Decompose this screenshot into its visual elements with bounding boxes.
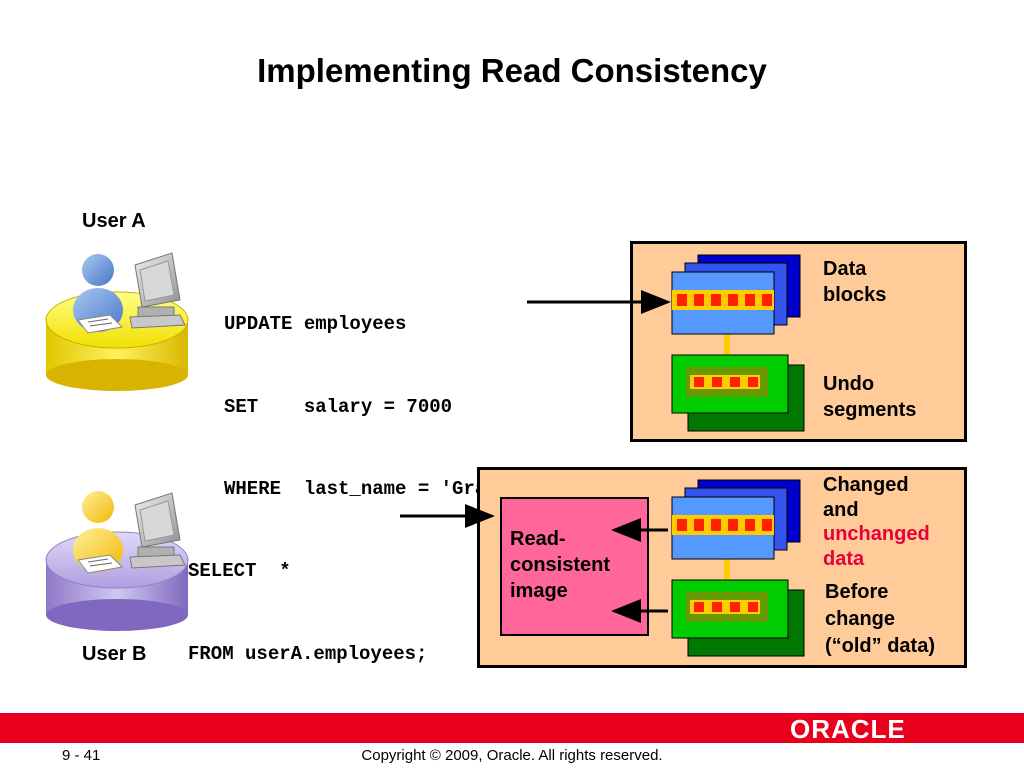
update-line-2: SET salary = 7000 bbox=[224, 395, 453, 418]
page-number: 9 - 41 bbox=[62, 747, 101, 764]
copyright-text: Copyright © 2009, Oracle. All rights res… bbox=[361, 747, 663, 764]
update-line-1: UPDATE employees bbox=[224, 313, 407, 335]
top-undo-segment-icon bbox=[671, 354, 805, 432]
before-change-label: Before change (“old” data) bbox=[825, 581, 935, 657]
bottom-data-blocks-icon bbox=[671, 479, 801, 560]
select-statement: SELECT * FROM userA.employees; bbox=[188, 503, 427, 696]
user-a-label: User A bbox=[82, 210, 146, 232]
footer-bar bbox=[0, 713, 1024, 743]
bottom-connector bbox=[724, 559, 730, 583]
user-a-icon bbox=[45, 252, 189, 391]
user-b-icon bbox=[45, 491, 189, 631]
oracle-logo: ORACLE bbox=[790, 714, 906, 744]
user-b-label: User B bbox=[82, 643, 147, 665]
select-line-2: FROM userA.employees; bbox=[188, 642, 428, 665]
changed-unchanged-label: Changed and unchanged data bbox=[823, 474, 930, 570]
bottom-undo-segment-icon bbox=[671, 579, 805, 657]
select-line-1: SELECT * bbox=[188, 560, 291, 582]
slide-title: Implementing Read Consistency bbox=[257, 52, 767, 89]
undo-segments-label: Undo segments bbox=[823, 373, 917, 421]
top-data-blocks-icon bbox=[671, 254, 801, 335]
data-blocks-label: Data blocks bbox=[823, 258, 887, 306]
read-consistent-image-label: Read- consistent image bbox=[510, 528, 611, 602]
top-connector bbox=[724, 334, 730, 358]
